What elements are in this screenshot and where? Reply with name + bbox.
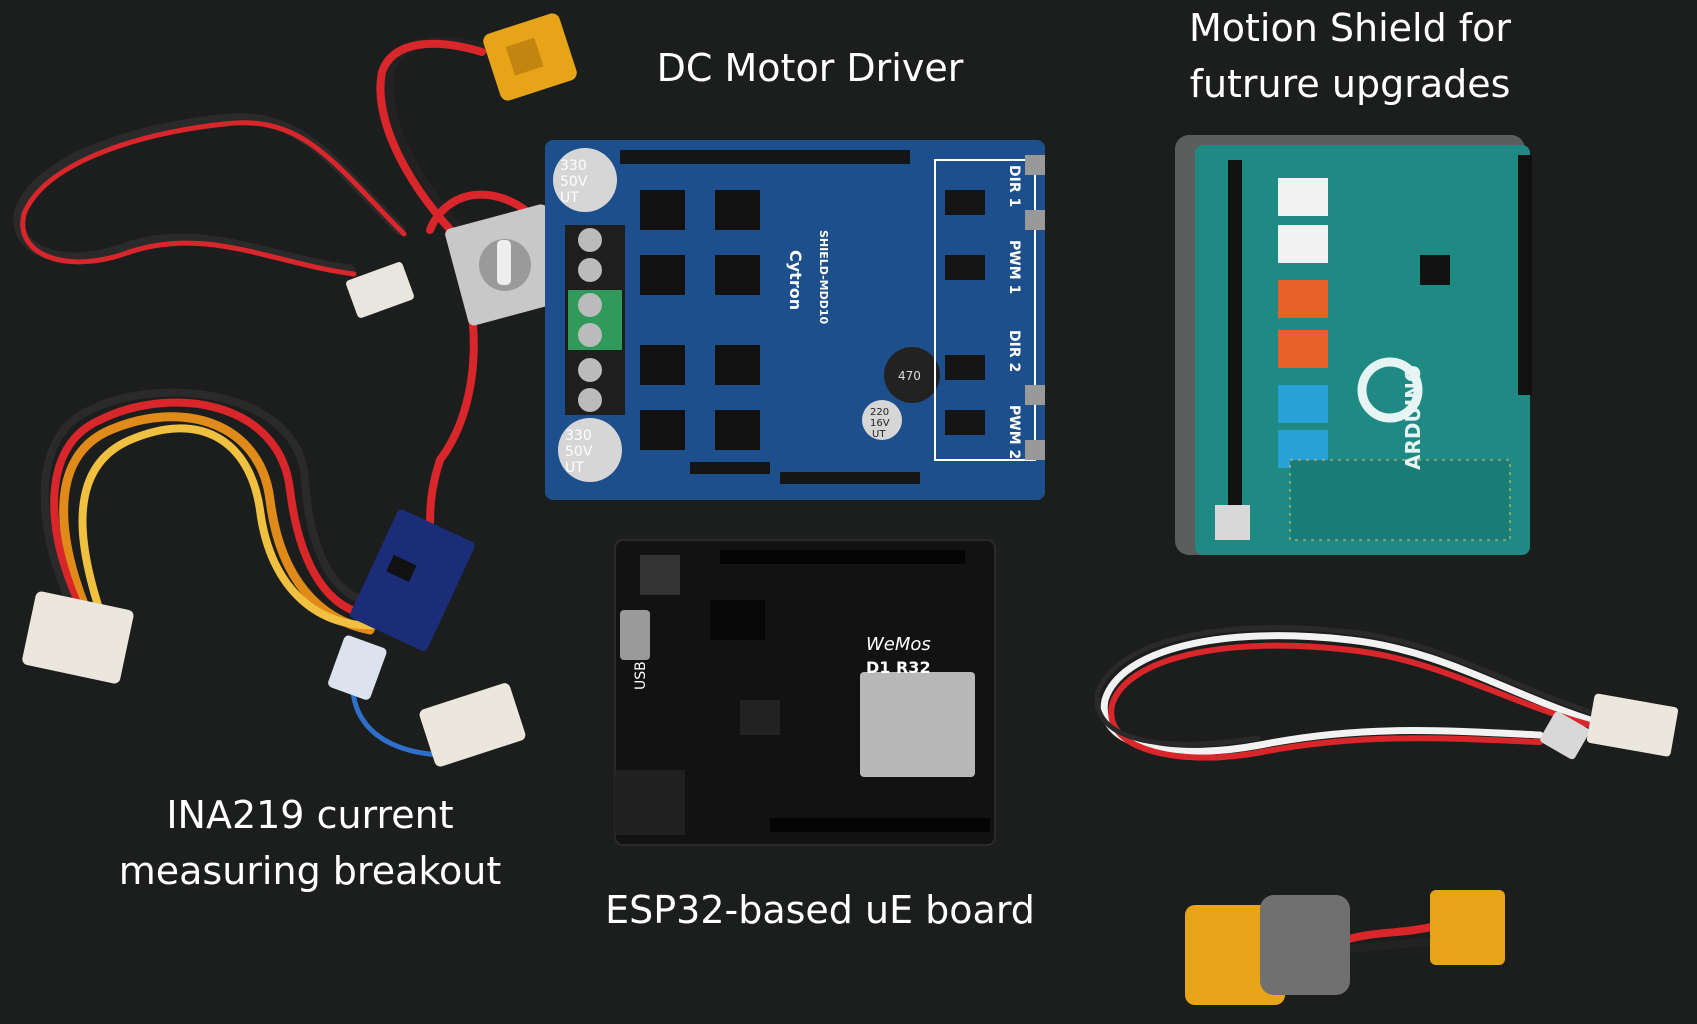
toggle-switch-harness (13, 36, 564, 534)
caption-motion-shield-line1: Motion Shield for (1188, 6, 1512, 50)
xt60-xt30-adapter (1185, 890, 1505, 1005)
caption-dc-motor-driver: DC Motor Driver (656, 46, 964, 90)
motor-driver-print: 330 50V UT 330 50V UT Cytron SHIELD-MDD1… (560, 158, 1022, 476)
esp32-board (614, 539, 996, 846)
cap-top-label-1: 330 (560, 158, 587, 174)
pwm1-text: PWM 1 (1006, 240, 1022, 294)
mdd10-text: SHIELD-MDD10 (817, 230, 830, 325)
caption-motion-shield: Motion Shield for futrure upgrades (1150, 0, 1550, 112)
servo-connector-male (1540, 711, 1590, 760)
caption-esp32-board: ESP32-based uE board (605, 888, 1035, 932)
esp32-print: WeMos D1 R32 USB (633, 634, 931, 690)
cap-small-label-1: 220 (870, 407, 889, 418)
cap-bottom-label-1: 330 (565, 428, 592, 444)
xt30-connector-top (483, 13, 577, 101)
caption-ina219: INA219 current measuring breakout (60, 787, 560, 899)
cap-top-label-2: 50V (560, 174, 588, 190)
caption-ina219-line1: INA219 current (166, 793, 454, 837)
toggle-switch (445, 204, 570, 326)
arduino-logo-text: ARDUINO (1401, 365, 1425, 470)
cap-top-label-3: UT (560, 190, 579, 206)
cap-bottom-label-2: 50V (565, 444, 593, 460)
ina219-breakout (350, 509, 475, 651)
servo-extension-cable (1094, 625, 1594, 761)
cap-bottom-label-3: UT (565, 460, 584, 476)
caption-ina219-line2: measuring breakout (118, 849, 502, 893)
motion-shield-board (1175, 135, 1532, 555)
ina-connector-bottom (419, 683, 526, 767)
inductor-text: 470 (898, 369, 921, 383)
d1r32-text: D1 R32 (866, 658, 931, 677)
ina-connector-left (22, 591, 134, 684)
servo-connector-female (1586, 693, 1679, 757)
dir1-text: DIR 1 (1006, 165, 1022, 207)
usb-text: USB (633, 661, 649, 690)
cap-small-label-3: UT (872, 429, 886, 440)
cytron-logo-text: Cytron (786, 250, 805, 310)
jst-connector-white (346, 262, 414, 318)
pwm2-text: PWM 2 (1006, 405, 1022, 459)
ina-connector-mid (328, 635, 387, 700)
caption-motion-shield-line2: futrure upgrades (1189, 62, 1511, 106)
motor-driver-board (545, 140, 1045, 500)
dir2-text: DIR 2 (1006, 330, 1022, 372)
wemos-logo-text: WeMos (866, 634, 931, 655)
cap-small-label-2: 16V (870, 418, 890, 429)
